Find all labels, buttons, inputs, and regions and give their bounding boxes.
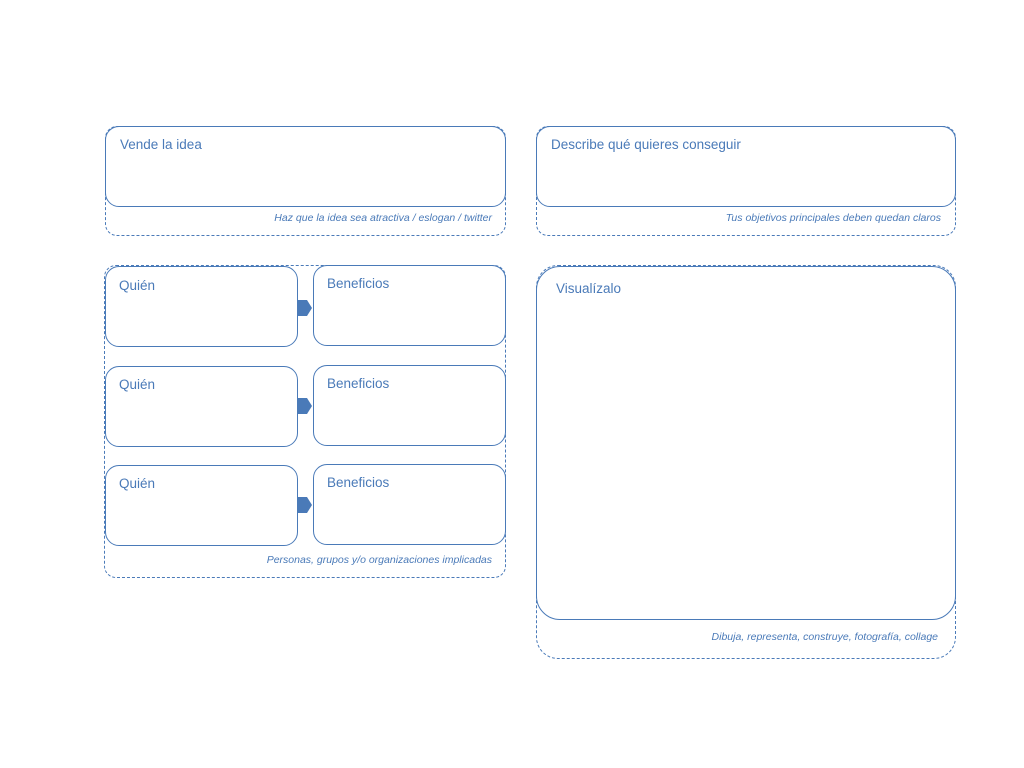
- who-box: Quién: [105, 266, 298, 347]
- who-box: Quién: [105, 465, 298, 546]
- benefits-box: Beneficios: [313, 365, 506, 446]
- who-label: Quién: [119, 278, 156, 293]
- benefits-label: Beneficios: [327, 376, 390, 391]
- visualize-title: Visualízalo: [556, 281, 622, 296]
- benefits-box: Beneficios: [313, 265, 506, 346]
- goals-title: Describe qué quieres conseguir: [551, 137, 741, 152]
- goals-box: Describe qué quieres conseguir: [536, 126, 956, 207]
- benefits-label: Beneficios: [327, 276, 390, 291]
- who-box: Quién: [105, 366, 298, 447]
- who-label: Quién: [119, 377, 156, 392]
- arrow-right-icon: [298, 497, 312, 513]
- who-label: Quién: [119, 476, 156, 491]
- arrow-right-icon: [298, 398, 312, 414]
- stakeholders-caption: Personas, grupos y/o organizaciones impl…: [266, 554, 492, 566]
- goals-caption: Tus objetivos principales deben quedan c…: [725, 212, 941, 224]
- benefits-label: Beneficios: [327, 475, 390, 490]
- benefits-box: Beneficios: [313, 464, 506, 545]
- arrow-right-icon: [298, 300, 312, 316]
- visualize-box: Visualízalo: [536, 266, 956, 620]
- visualize-caption: Dibuja, representa, construye, fotografí…: [711, 631, 938, 643]
- sell-idea-title: Vende la idea: [120, 137, 202, 152]
- sell-idea-box: Vende la idea: [105, 126, 506, 207]
- sell-idea-caption: Haz que la idea sea atractiva / eslogan …: [274, 212, 492, 224]
